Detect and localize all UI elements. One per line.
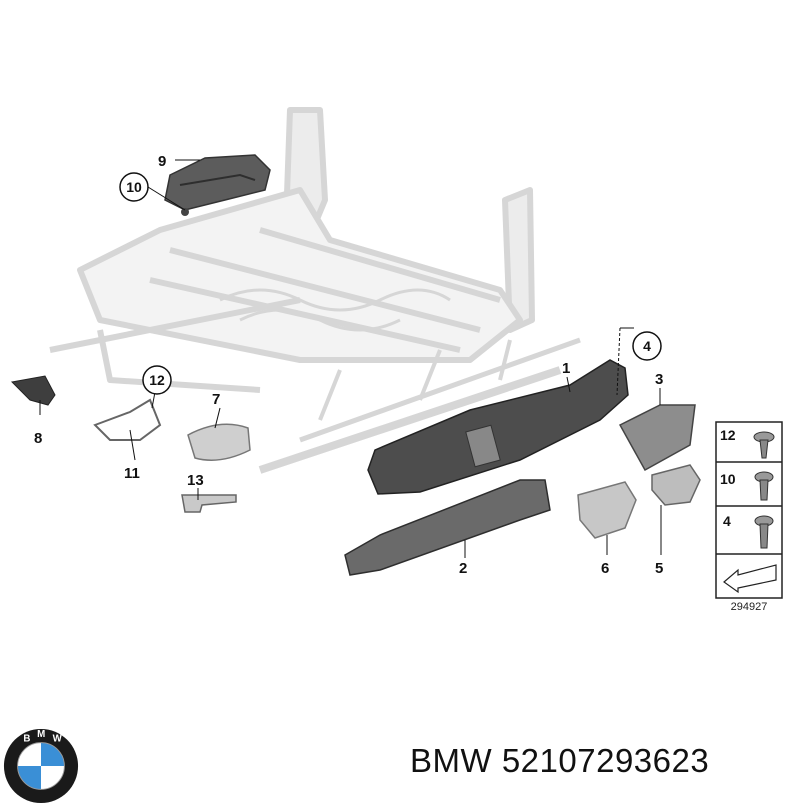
callout-7: 7 [212,391,220,408]
screw-10-icon [754,471,774,501]
svg-text:W: W [53,734,63,745]
callout-11: 11 [124,465,140,482]
direction-arrow-icon [723,564,777,594]
part-number: 52107293623 [501,742,710,779]
leader-lines [39,159,662,558]
part-11 [93,398,162,441]
callout-13: 13 [187,472,204,489]
callout-10-circle [119,172,149,202]
part-1 [367,359,629,495]
fastener-legend: 12 10 4 [715,421,783,599]
part-8 [10,375,56,406]
callout-12: 12 [149,372,165,388]
screw-12-icon [753,431,775,459]
callout-12-circle [142,365,172,395]
part-13 [181,494,237,513]
screw-4-icon [754,515,774,549]
svg-text:B: B [23,734,30,745]
part-5 [651,464,701,506]
legend-item-10: 10 [720,471,736,487]
callout-2: 2 [459,560,467,577]
callout-1: 1 [562,360,570,377]
brand-name: BMW [410,742,493,779]
callout-6: 6 [601,560,609,577]
part-3 [618,404,696,472]
callout-10: 10 [126,179,142,195]
part-7 [187,423,251,461]
callout-5: 5 [655,560,663,577]
seat-frame [49,107,581,474]
callout-9: 9 [158,153,166,170]
part-caption: BMW 52107293623 [410,742,709,780]
part-10-screw [181,208,189,216]
bmw-logo: B M W [3,729,79,804]
legend-item-4: 4 [723,513,731,529]
part-9 [164,154,271,211]
diagram-ref-number: 294927 [731,601,768,613]
callout-4: 4 [643,338,651,354]
callout-4-circle [632,331,662,361]
callout-3: 3 [655,371,663,388]
legend-item-12: 12 [720,427,736,443]
part-2 [344,479,551,576]
svg-text:M: M [37,729,45,740]
callout-8: 8 [34,430,42,447]
part-6 [577,481,637,539]
